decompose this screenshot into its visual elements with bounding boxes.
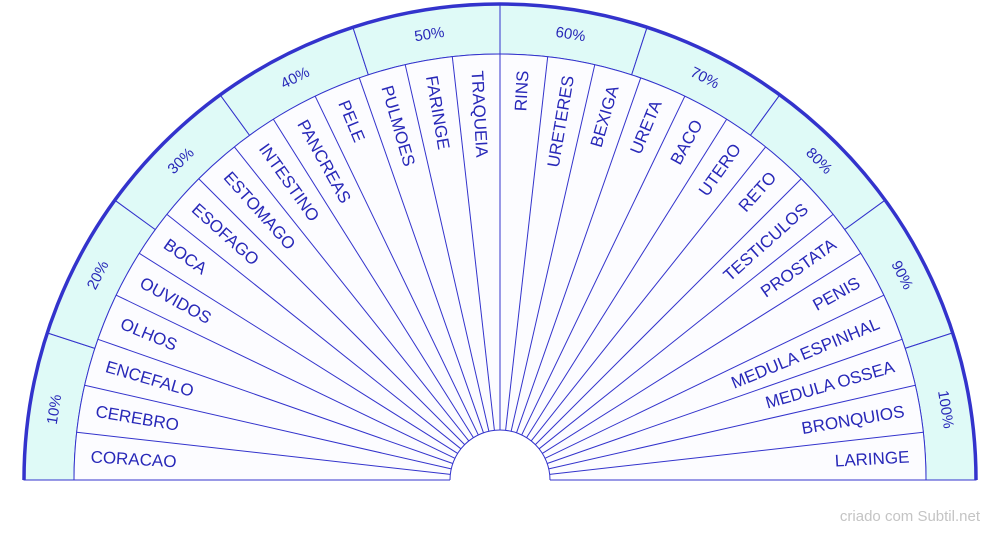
item-spoke xyxy=(314,95,479,436)
item-spoke xyxy=(521,95,686,436)
item-spoke xyxy=(547,338,903,464)
item-spoke xyxy=(358,77,484,433)
item-spoke xyxy=(510,64,596,432)
item-spoke xyxy=(198,178,465,445)
band-inner-arc xyxy=(73,53,927,481)
item-spoke xyxy=(548,384,916,470)
chart-frame xyxy=(22,2,978,481)
percent-label: 10% xyxy=(44,393,65,425)
credit-text: criado com Subtil.net xyxy=(839,508,980,525)
item-spoke xyxy=(166,214,462,450)
item-sector-group xyxy=(74,54,926,481)
item-spoke xyxy=(451,56,495,431)
item-spoke xyxy=(505,56,549,431)
item-spoke xyxy=(549,431,924,475)
hub-arc xyxy=(449,429,551,481)
item-spoke xyxy=(272,119,474,438)
item-spoke xyxy=(535,178,802,445)
item-label: TRAQUEIA xyxy=(468,70,492,158)
item-label: CORACAO xyxy=(90,448,177,472)
item-spoke xyxy=(516,77,642,433)
item-spoke xyxy=(404,64,490,432)
item-spoke xyxy=(115,294,456,459)
item-spoke xyxy=(530,146,766,442)
percent-label: 100% xyxy=(934,389,957,430)
item-label: RINS xyxy=(511,70,532,112)
item-spoke xyxy=(542,252,861,454)
item-spoke xyxy=(84,384,452,470)
item-spoke xyxy=(234,146,470,442)
item-spoke xyxy=(538,214,834,450)
item-spoke xyxy=(544,294,885,459)
outer-arc xyxy=(22,2,978,481)
item-spoke xyxy=(97,338,453,464)
item-label: LARINGE xyxy=(834,448,910,471)
item-spoke xyxy=(139,252,458,454)
percent-label: 60% xyxy=(554,24,586,45)
percent-band-group xyxy=(23,3,977,481)
item-spoke xyxy=(76,431,451,475)
percent-label: 50% xyxy=(413,24,445,45)
item-spoke xyxy=(526,119,728,438)
